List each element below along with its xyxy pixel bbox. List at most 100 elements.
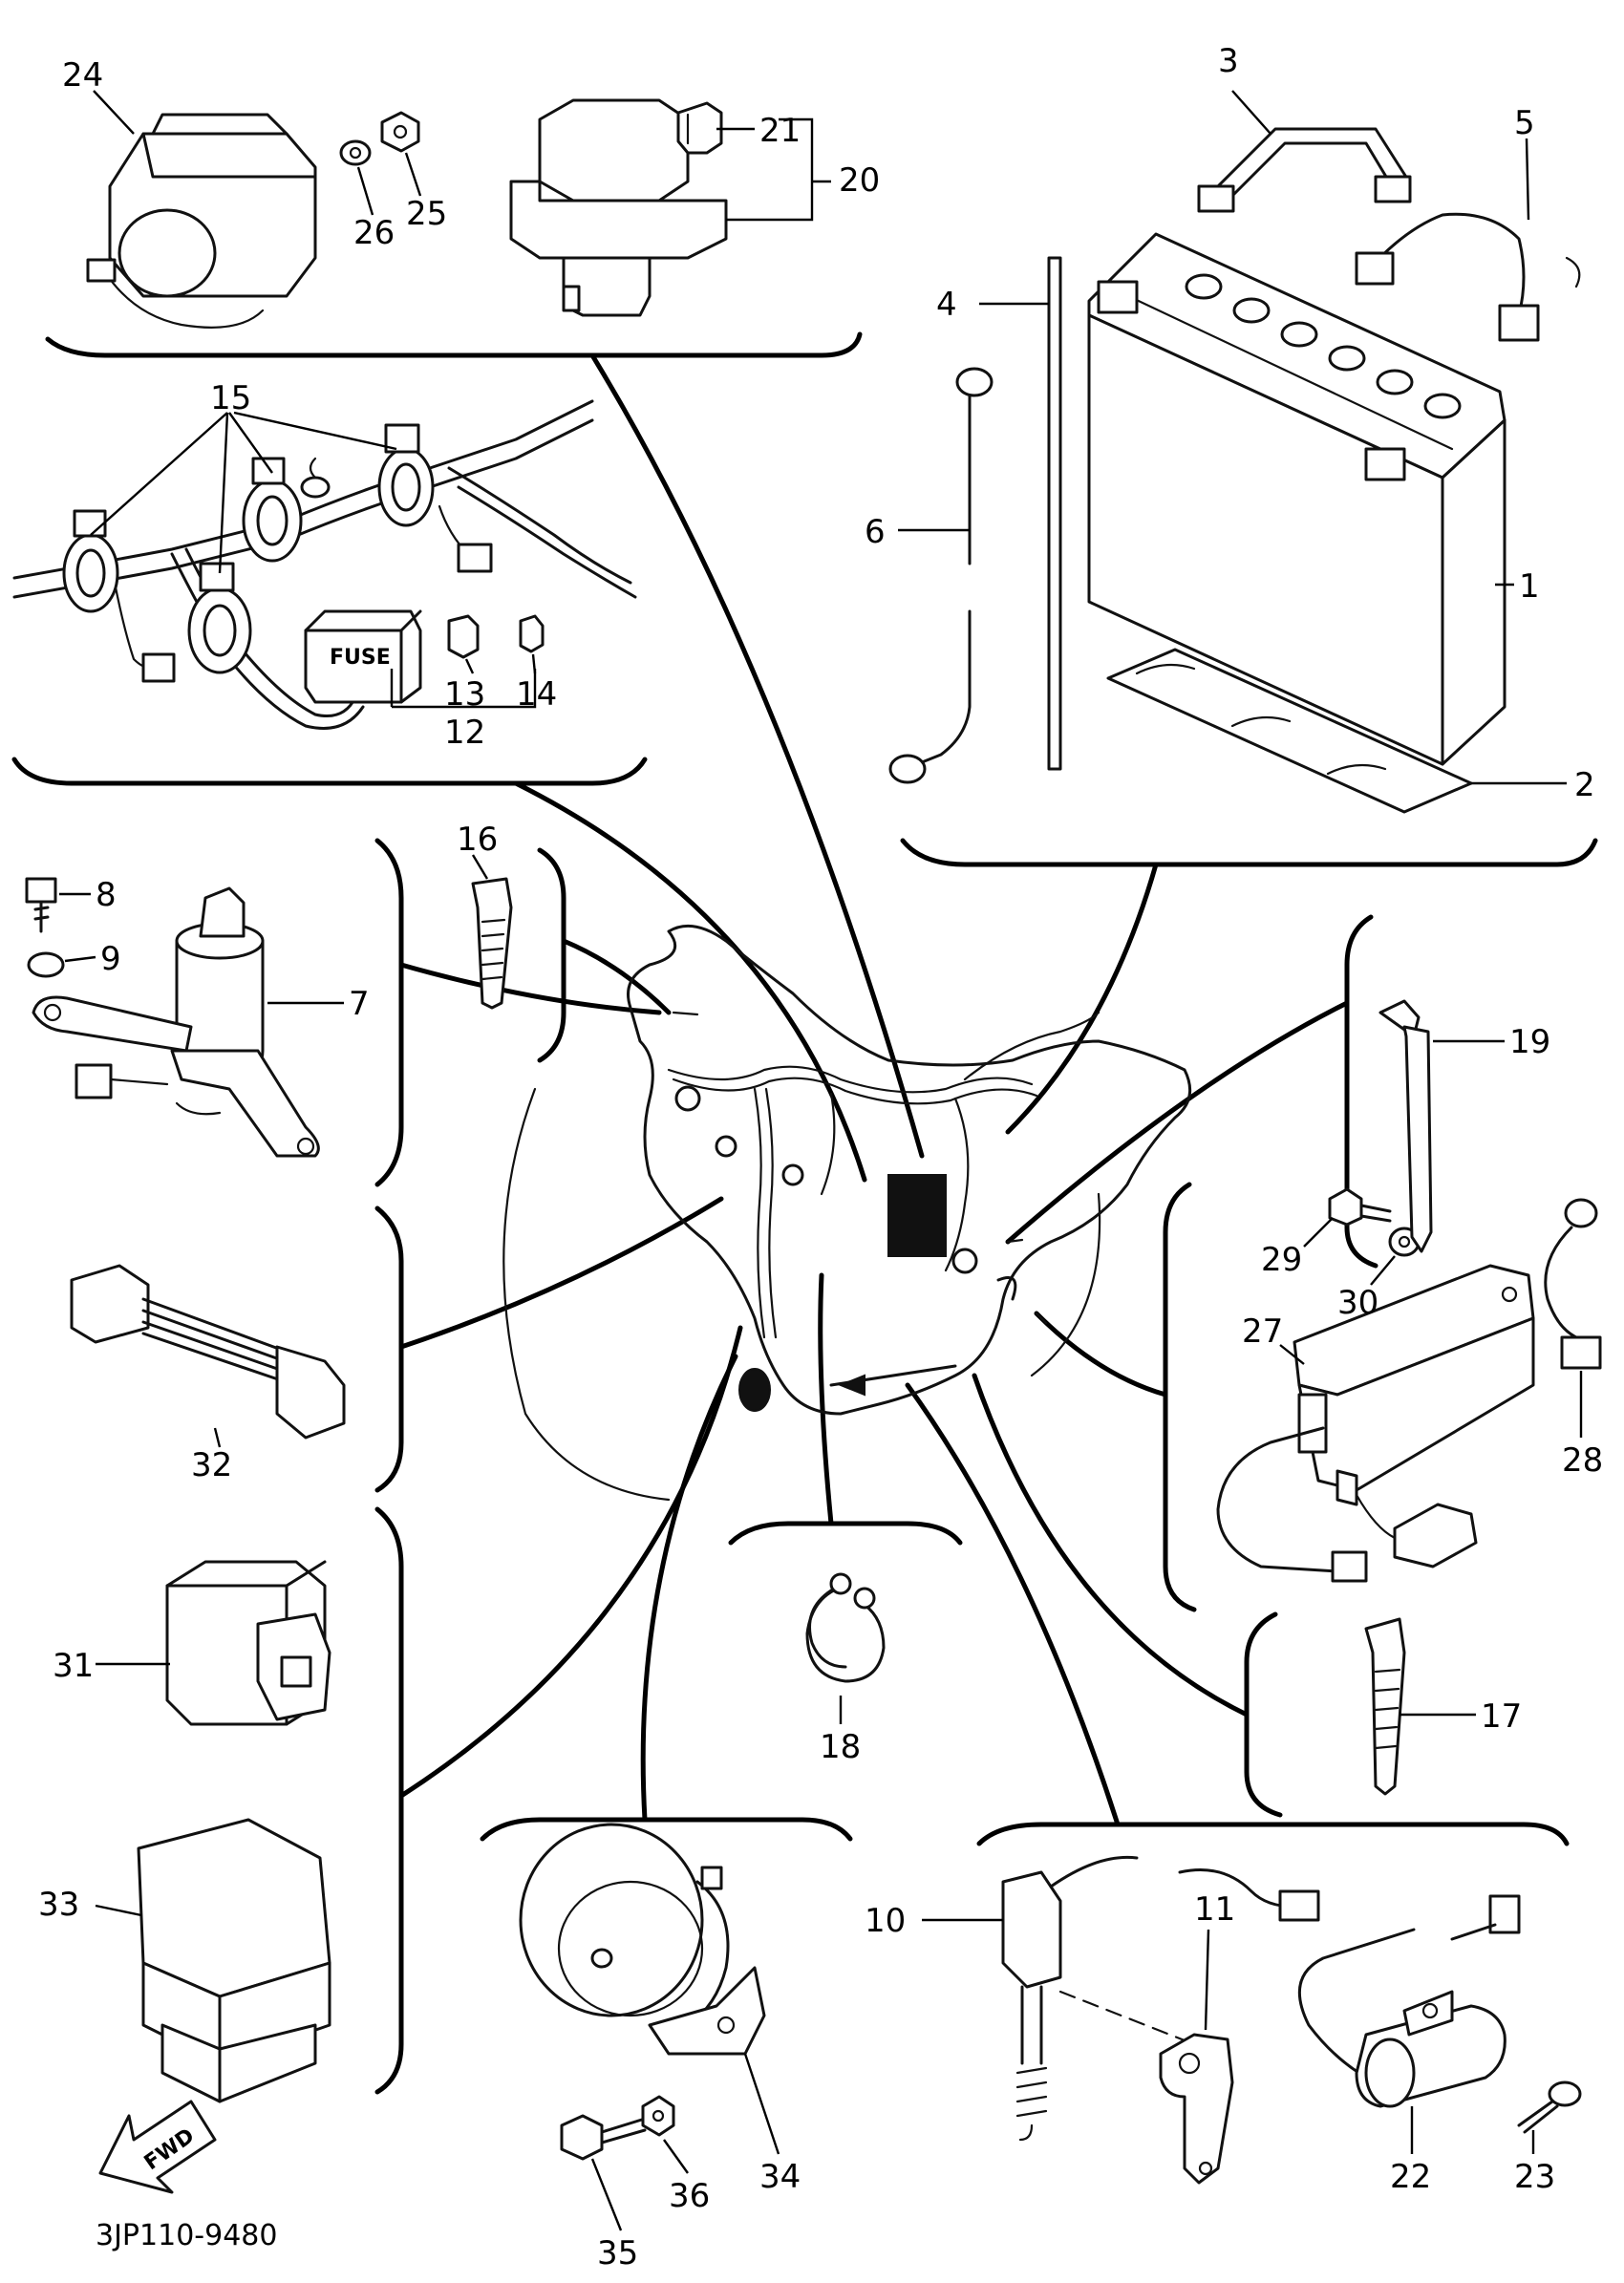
callout-8: 8 — [96, 876, 117, 914]
pipe4-body — [1047, 256, 1062, 771]
condenser22-connector — [1488, 1894, 1521, 1934]
clamp-15-b-inner — [203, 604, 237, 657]
callout-numbers: 1 2 3 4 5 6 7 8 9 10 11 12 13 14 15 16 1… — [38, 42, 1603, 2272]
fuse21-shape — [676, 101, 723, 155]
band17-shape — [1364, 1617, 1406, 1796]
callout-12: 12 — [444, 714, 485, 752]
diagram-code: 3JP110-9480 — [96, 2219, 277, 2252]
part-16-cable-band — [471, 877, 513, 1010]
clamp18-inner — [808, 1589, 847, 1669]
relay20-top — [538, 98, 690, 203]
part-10-switch — [1001, 1855, 1320, 2142]
nut25-shape — [380, 111, 420, 153]
relay24-drum — [118, 208, 217, 298]
switch7-lead-2 — [175, 1101, 222, 1116]
unit33-top — [137, 1818, 331, 1998]
part-9-washer — [27, 951, 65, 978]
callout-29: 29 — [1261, 1241, 1302, 1279]
relay24-cap — [151, 113, 288, 136]
frame-clamp18 — [728, 1521, 963, 1546]
leader-5 — [1525, 138, 1530, 221]
cell-cap-1 — [1185, 273, 1223, 300]
frame-lead32 — [374, 1206, 404, 1493]
harness-main-run — [667, 1065, 1034, 1094]
part-22-condenser — [1297, 1894, 1521, 2108]
part-6-negative-lead — [888, 367, 994, 784]
harness-down-run — [753, 1087, 766, 1339]
callout-14: 14 — [516, 675, 557, 714]
igniter27-foot — [1336, 1469, 1358, 1506]
part-32-lead — [70, 1264, 346, 1440]
callout-2: 2 — [1574, 766, 1595, 804]
callout-32: 32 — [191, 1446, 232, 1484]
cell-cap-5 — [1376, 369, 1414, 395]
part-20-relay — [509, 98, 728, 317]
cell-cap-4 — [1328, 345, 1366, 372]
frame-switch-condenser — [976, 1822, 1570, 1846]
horn34-bracket-hole — [716, 2016, 736, 2035]
frame-main-switch — [374, 838, 404, 1187]
leader-3 — [1231, 90, 1271, 135]
nut25-hole — [393, 124, 408, 139]
callout-16: 16 — [457, 821, 498, 859]
collar30-hole — [1398, 1235, 1411, 1248]
washer9-shape — [27, 951, 65, 978]
part-27-igniter — [1216, 1264, 1535, 1583]
leader-32 — [213, 1427, 222, 1448]
band16-teeth — [481, 918, 506, 981]
line-battery-to-frame — [1005, 862, 1159, 1135]
battery-side — [1441, 418, 1506, 766]
frame-boss-4 — [951, 1248, 978, 1274]
part-24-relay-unit — [86, 113, 317, 329]
leader-lines — [59, 90, 1583, 2231]
frame-igniter — [1163, 1182, 1197, 1612]
harness-wire-c — [447, 466, 632, 585]
frame-relays-31-33 — [374, 1506, 404, 2095]
part-4-breather-pipe — [1047, 256, 1062, 771]
fwd-arrow-shape — [98, 2100, 217, 2194]
cell-cap-6 — [1423, 393, 1462, 419]
leader-33 — [95, 1904, 142, 1917]
frame-top-relays — [45, 331, 863, 358]
clamp-15-d-inner — [391, 462, 421, 512]
callout-1: 1 — [1519, 567, 1540, 606]
igniter27-side — [1297, 1316, 1535, 1492]
relay31-socket-pin — [280, 1655, 312, 1688]
callout-30: 30 — [1337, 1284, 1378, 1322]
leader-36 — [663, 2139, 689, 2174]
leader-26 — [356, 166, 374, 216]
callout-23: 23 — [1514, 2158, 1555, 2196]
igniter27-mount-hole — [1501, 1286, 1518, 1303]
part-33-control-unit — [137, 1818, 331, 2103]
switch10-connector — [1278, 1889, 1320, 1922]
frame-band17 — [1244, 1611, 1283, 1818]
callout-18: 18 — [820, 1728, 861, 1766]
frame-ghost-right — [1030, 1192, 1101, 1377]
part-11-stay — [1159, 2033, 1234, 2185]
callout-24: 24 — [62, 56, 103, 95]
relay24-top-edge — [141, 132, 317, 179]
callout-35: 35 — [597, 2234, 638, 2272]
line-switch-to-frame — [398, 962, 662, 1015]
bolt29-shank — [1359, 1204, 1392, 1223]
harness-wire-d — [457, 485, 637, 599]
callout-4: 4 — [936, 286, 957, 324]
line-lead32-to-frame — [398, 1196, 724, 1350]
harness-wire-a — [12, 399, 594, 580]
leader-24 — [93, 90, 135, 135]
lead28-wire — [1544, 1226, 1578, 1339]
callout-31: 31 — [53, 1647, 94, 1685]
switch7-mount-hole — [296, 1137, 315, 1156]
condenser22-lead — [1297, 1928, 1416, 2084]
part-23-screw — [1517, 2080, 1582, 2134]
leader-15 — [90, 411, 397, 574]
callout-5: 5 — [1514, 104, 1535, 142]
callout-21: 21 — [759, 112, 801, 150]
callout-22: 22 — [1390, 2158, 1431, 2196]
battery-terminal-pos — [1364, 447, 1406, 481]
switch7-mount — [170, 1049, 320, 1158]
part-36-nut — [641, 2095, 675, 2137]
stay11-hole-b — [1198, 2161, 1213, 2176]
igniter27-lead-2 — [1355, 1493, 1397, 1540]
harness-connector-1 — [141, 652, 176, 683]
